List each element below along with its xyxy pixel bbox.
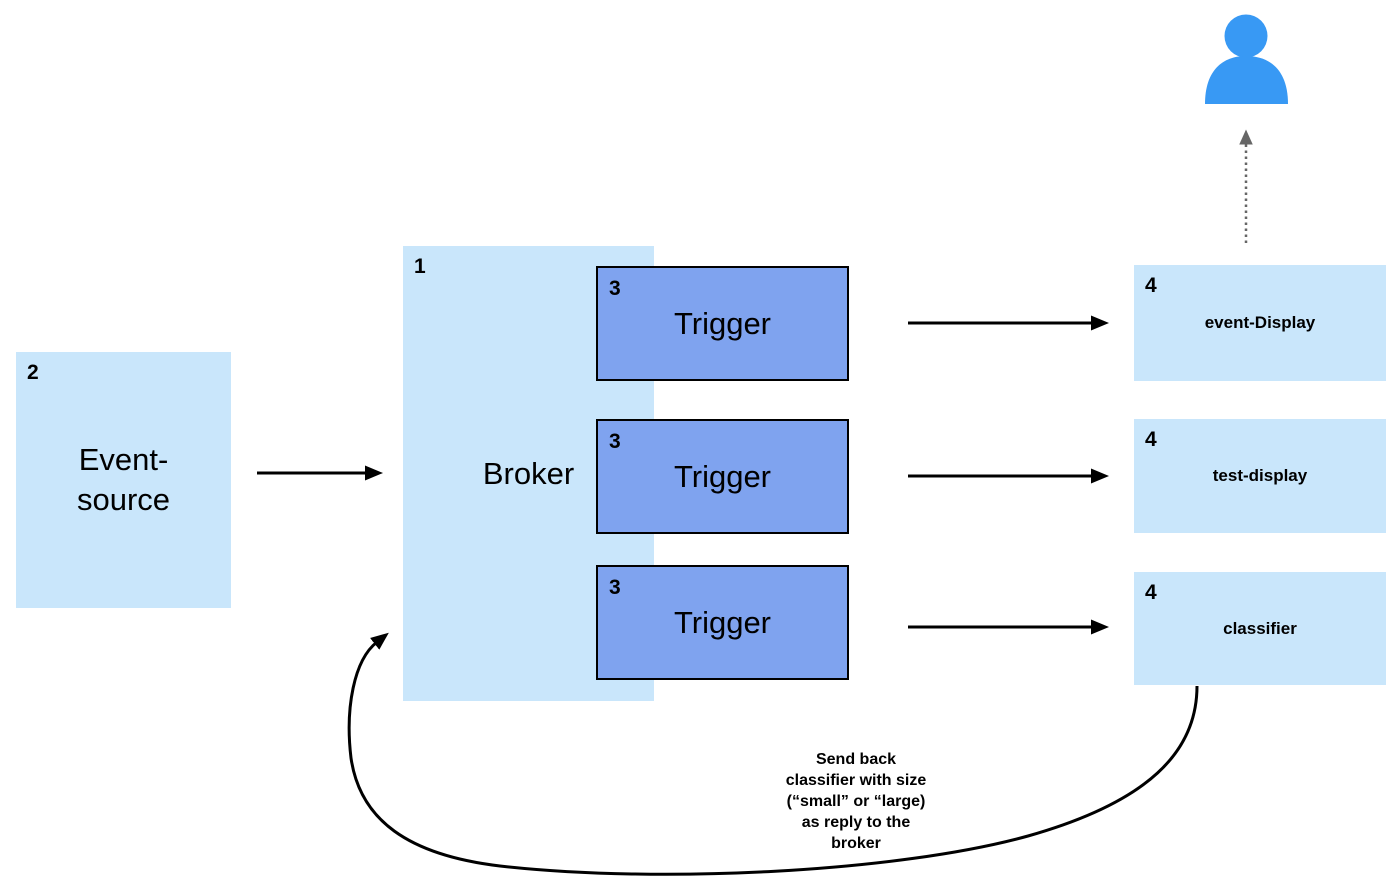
node-label: Trigger bbox=[673, 604, 772, 640]
node-number: 4 bbox=[1145, 428, 1157, 451]
annotation-line: as reply to the bbox=[801, 814, 911, 831]
edge-annotation: Send back classifier with size (“small” … bbox=[741, 749, 971, 854]
node-label: Broker bbox=[482, 455, 575, 491]
node-label: event-Display bbox=[1204, 313, 1316, 332]
node-label: classifier bbox=[1223, 618, 1297, 638]
node-number: 1 bbox=[414, 255, 426, 278]
node-label: test-display bbox=[1212, 466, 1308, 485]
node-label: Trigger bbox=[673, 458, 772, 494]
node-trigger-2: 3 Trigger bbox=[596, 419, 849, 534]
person-icon bbox=[1205, 14, 1288, 104]
node-label: Event- source bbox=[16, 352, 231, 608]
node-test-display: 4 test-display bbox=[1134, 419, 1386, 533]
label-line: Event- bbox=[78, 442, 169, 477]
node-number: 3 bbox=[609, 277, 621, 300]
node-event-source: 2 Event- source bbox=[16, 352, 231, 608]
annotation-line: broker bbox=[831, 835, 881, 852]
annotation-line: Send back bbox=[815, 751, 897, 768]
annotation-line: classifier with size bbox=[785, 772, 927, 789]
node-classifier: 4 classifier bbox=[1134, 572, 1386, 685]
node-number: 4 bbox=[1145, 581, 1157, 604]
node-number: 2 bbox=[27, 361, 39, 384]
node-number: 3 bbox=[609, 430, 621, 453]
annotation-line: (“small” or “large) bbox=[786, 793, 926, 810]
node-event-display: 4 event-Display bbox=[1134, 265, 1386, 381]
label-line: source bbox=[76, 482, 171, 517]
node-trigger-1: 3 Trigger bbox=[596, 266, 849, 381]
node-number: 4 bbox=[1145, 274, 1157, 297]
node-label: Trigger bbox=[673, 305, 772, 341]
node-trigger-3: 3 Trigger bbox=[596, 565, 849, 680]
node-number: 3 bbox=[609, 576, 621, 599]
